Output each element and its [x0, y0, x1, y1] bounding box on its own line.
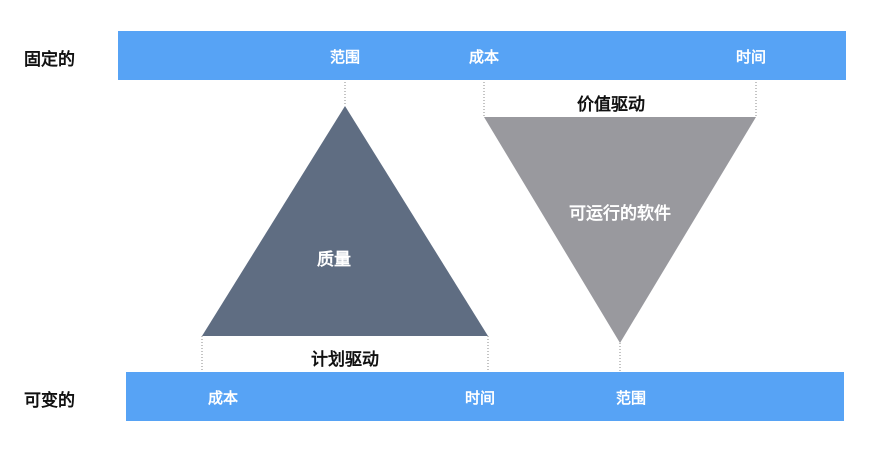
- plan-driven-triangle: [202, 106, 488, 336]
- bottom-bar-time: 时间: [464, 389, 496, 407]
- top-bar-cost: 成本: [468, 48, 500, 66]
- fixed-bar: [118, 31, 846, 80]
- variable-row-label: 可变的: [24, 391, 75, 411]
- working-software-label: 可运行的软件: [569, 204, 671, 224]
- plan-driven-label: 计划驱动: [311, 350, 379, 370]
- bottom-bar-scope: 范围: [615, 389, 647, 407]
- value-driven-label: 价值驱动: [577, 95, 645, 115]
- top-bar-scope: 范围: [329, 48, 361, 66]
- top-bar-time: 时间: [735, 48, 767, 66]
- variable-bar: [126, 372, 844, 421]
- quality-label: 质量: [317, 250, 351, 270]
- bottom-bar-cost: 成本: [207, 389, 239, 407]
- fixed-row-label: 固定的: [24, 50, 75, 70]
- value-driven-triangle: [484, 117, 756, 343]
